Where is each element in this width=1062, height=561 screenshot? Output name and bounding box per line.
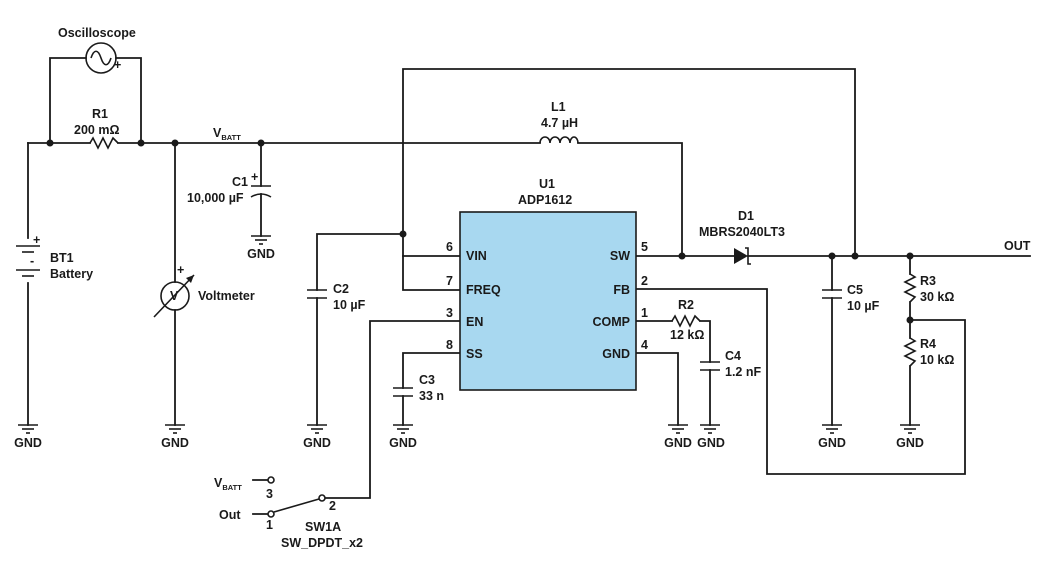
bt1-value: Battery [50,267,93,281]
u1-pin-sw-num: 5 [641,240,648,254]
oscilloscope-symbol [85,42,117,74]
c2-ref: C2 [333,282,349,296]
oscilloscope-label: Oscilloscope [58,26,136,40]
gnd-label-c3: GND [389,436,417,450]
c1-value: 10,000 µF [187,191,244,205]
battery-minus: - [30,254,34,268]
battery-plus: + [33,233,40,247]
junctions [46,139,914,324]
u1-pin-freq-name: FREQ [466,283,501,297]
r4-value: 10 kΩ [920,353,954,367]
u1-pin-vin-name: VIN [466,249,487,263]
sw1a-switch-symbol [267,476,326,518]
ground-symbols [18,235,920,434]
out-net-label: OUT [1004,239,1031,253]
c4-capacitor-symbol [700,361,720,371]
c4-ref: C4 [725,349,741,363]
d1-diode-symbol [734,247,751,265]
u1-pin-ss-name: SS [466,347,483,361]
c3-value: 33 n [419,389,444,403]
l1-ref: L1 [551,100,566,114]
gnd-label-c5: GND [818,436,846,450]
u1-ref: U1 [539,177,555,191]
r2-value: 12 kΩ [670,328,704,342]
d1-part: MBRS2040LT3 [699,225,785,239]
sw1a-ref: SW1A [305,520,341,534]
wires [27,57,1031,515]
c3-capacitor-symbol [393,387,413,397]
battery-symbol [16,245,40,277]
voltmeter-symbol [153,274,195,318]
c1-capacitor-symbol [250,185,272,198]
u1-pin-vin-num: 6 [446,240,453,254]
sw-vbatt-label: VBATT [214,476,242,492]
l1-value: 4.7 µH [541,116,578,130]
gnd-label-voltmeter: GND [161,436,189,450]
u1-part: ADP1612 [518,193,572,207]
vbatt-net-label: VBATT [213,126,241,142]
c5-value: 10 µF [847,299,880,313]
r2-resistor-symbol [671,314,701,328]
oscilloscope-plus: + [114,58,121,72]
gnd-label-c1: GND [247,247,275,261]
bt1-ref: BT1 [50,251,74,265]
sw-pin-2: 2 [329,499,336,513]
c1-ref: C1 [232,175,248,189]
c5-ref: C5 [847,283,863,297]
sw-out-label: Out [219,508,241,522]
c2-capacitor-symbol [307,289,327,299]
r3-ref: R3 [920,274,936,288]
u1-pin-en-num: 3 [446,306,453,320]
gnd-label-c2: GND [303,436,331,450]
u1-pin-freq-num: 7 [446,274,453,288]
r3-resistor-symbol [903,273,917,303]
u1-pin-fb-num: 2 [641,274,648,288]
voltmeter-symbol-letter: V [170,289,179,303]
u1-ic-body [459,211,637,391]
c3-ref: C3 [419,373,435,387]
u1-pin-gnd-name: GND [602,347,630,361]
r1-ref: R1 [92,107,108,121]
gnd-label-battery: GND [14,436,42,450]
u1-pin-sw-name: SW [610,249,630,263]
sw-pin-1: 1 [266,518,273,532]
c2-value: 10 µF [333,298,366,312]
u1-pin-gnd-num: 4 [641,338,648,352]
u1-pin-fb-name: FB [613,283,630,297]
u1-pin-comp-num: 1 [641,306,648,320]
u1-pin-comp-name: COMP [593,315,631,329]
r2-ref: R2 [678,298,694,312]
r3-value: 30 kΩ [920,290,954,304]
u1-pin-en-name: EN [466,315,483,329]
d1-ref: D1 [738,209,754,223]
u1-pin-ss-num: 8 [446,338,453,352]
r4-resistor-symbol [903,337,917,367]
c5-capacitor-symbol [822,289,842,299]
c4-value: 1.2 nF [725,365,761,379]
gnd-label-r4: GND [896,436,924,450]
gnd-label-c4: GND [697,436,725,450]
c1-plus: + [251,170,258,184]
sw1a-part: SW_DPDT_x2 [281,536,363,550]
r1-resistor-symbol [89,136,119,150]
gnd-label-u1: GND [664,436,692,450]
l1-inductor-symbol [539,136,579,144]
voltmeter-plus: + [177,263,184,277]
r1-value: 200 mΩ [74,123,119,137]
voltmeter-label: Voltmeter [198,289,255,303]
sw-pin-3: 3 [266,487,273,501]
r4-ref: R4 [920,337,936,351]
